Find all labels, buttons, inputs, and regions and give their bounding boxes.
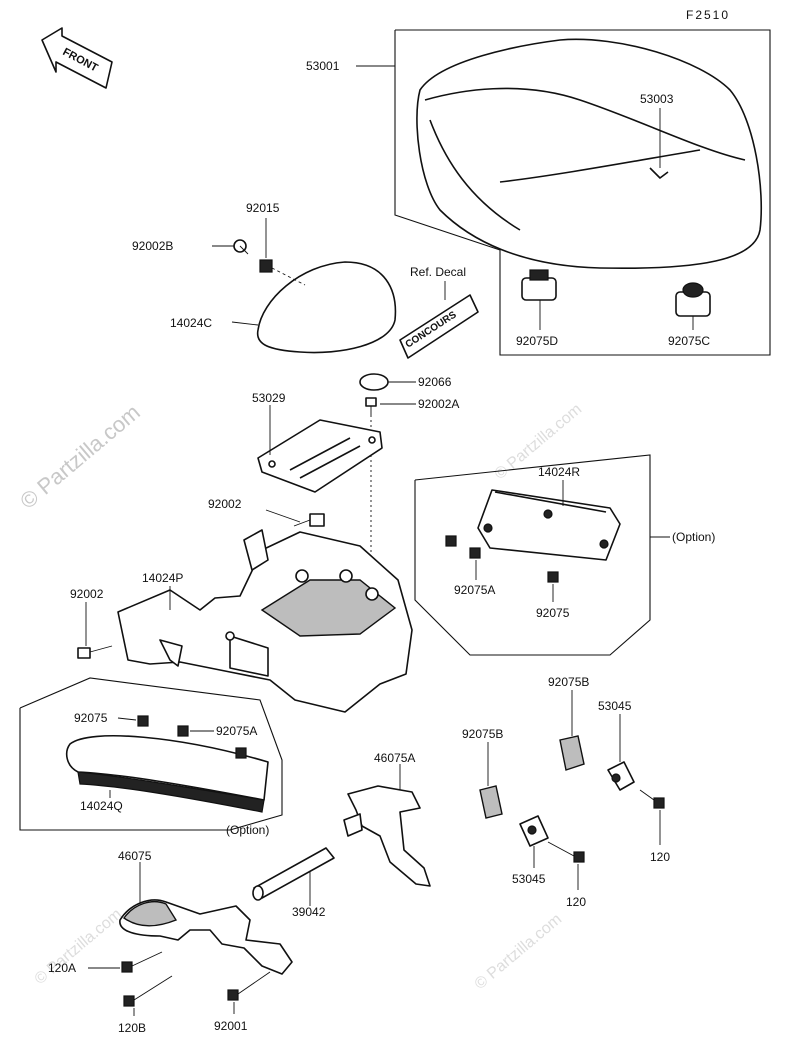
label-92075A-right: 92075A (454, 583, 495, 597)
option-frame-right (414, 454, 651, 656)
bolt-120A (121, 951, 163, 973)
cover-14024P (117, 529, 413, 713)
nut-92075A-right-a (445, 535, 457, 547)
nut-92075A-left (177, 725, 189, 737)
front-arrow-icon: FRONT (41, 27, 113, 89)
label-92002-mid: 92002 (208, 497, 242, 511)
label-120A: 120A (48, 961, 76, 975)
label-92002A: 92002A (418, 397, 459, 411)
nut-92015 (259, 259, 273, 273)
cap-92066 (359, 373, 389, 391)
label-14024P: 14024P (142, 571, 183, 585)
label-46075: 46075 (118, 849, 152, 863)
cover-14024R (477, 489, 621, 561)
label-120-mid: 120 (566, 895, 586, 909)
label-92002-left: 92002 (70, 587, 104, 601)
bushing-92075B-top (559, 735, 585, 771)
cover-14024C (256, 261, 397, 354)
concours-decal: CONCOURS (399, 294, 479, 359)
bolt-120B (123, 975, 173, 1007)
label-53001: 53001 (306, 59, 340, 73)
label-ref-decal: Ref. Decal (410, 265, 466, 279)
label-92075-right: 92075 (536, 606, 570, 620)
label-120B: 120B (118, 1021, 146, 1035)
label-53045-top: 53045 (598, 699, 632, 713)
bracket-53045-top (607, 761, 635, 791)
cover-14024Q (65, 734, 269, 813)
label-option-left: (Option) (226, 823, 269, 837)
bolt-92002-left (77, 645, 113, 659)
screw-120-mid (573, 851, 585, 863)
label-92002B: 92002B (132, 239, 173, 253)
nut-92075A-left-b (235, 747, 247, 759)
label-14024C: 14024C (170, 316, 212, 330)
label-92066: 92066 (418, 375, 452, 389)
watermark-left: © Partzilla.com (15, 399, 145, 513)
bolt-92002A (365, 397, 377, 415)
label-92075-left: 92075 (74, 711, 108, 725)
label-92001: 92001 (214, 1019, 248, 1033)
bracket-53045-bottom (519, 815, 549, 847)
label-92075B-top: 92075B (548, 675, 589, 689)
shaft-39042 (252, 847, 335, 901)
label-53045-bottom: 53045 (512, 872, 546, 886)
seat-frame (394, 29, 771, 356)
option-frame-left (19, 677, 283, 831)
label-14024Q: 14024Q (80, 799, 123, 813)
rack-53029 (257, 419, 383, 493)
screw-120-right (653, 797, 665, 809)
label-92075B-mid: 92075B (462, 727, 503, 741)
nut-92075-right (547, 571, 559, 583)
label-92075A-left: 92075A (216, 724, 257, 738)
bolt-92001 (227, 971, 271, 1001)
watermark-bottom-right: © Partzilla.com (472, 911, 566, 993)
nut-92075-left (137, 715, 149, 727)
label-14024R: 14024R (538, 465, 580, 479)
label-120-right: 120 (650, 850, 670, 864)
bracket-46075 (119, 899, 293, 975)
bolt-92002B (233, 239, 249, 255)
label-46075A: 46075A (374, 751, 415, 765)
bolt-92002-mid (293, 513, 325, 527)
watermark-bottom-left: © Partzilla.com (32, 906, 126, 988)
label-92075C: 92075C (668, 334, 710, 348)
bushing-92075B-mid (479, 785, 503, 819)
label-92015: 92015 (246, 201, 280, 215)
label-option-right: (Option) (672, 530, 715, 544)
damper-92075C (675, 282, 711, 317)
nut-92075A-right-b (469, 547, 481, 559)
label-53003: 53003 (640, 92, 674, 106)
bracket-46075A (343, 785, 431, 887)
label-39042: 39042 (292, 905, 326, 919)
label-92075D: 92075D (516, 334, 558, 348)
damper-92075D (521, 269, 557, 301)
figure-code: F2510 (686, 8, 730, 22)
label-53029: 53029 (252, 391, 286, 405)
main-seat (416, 38, 763, 270)
